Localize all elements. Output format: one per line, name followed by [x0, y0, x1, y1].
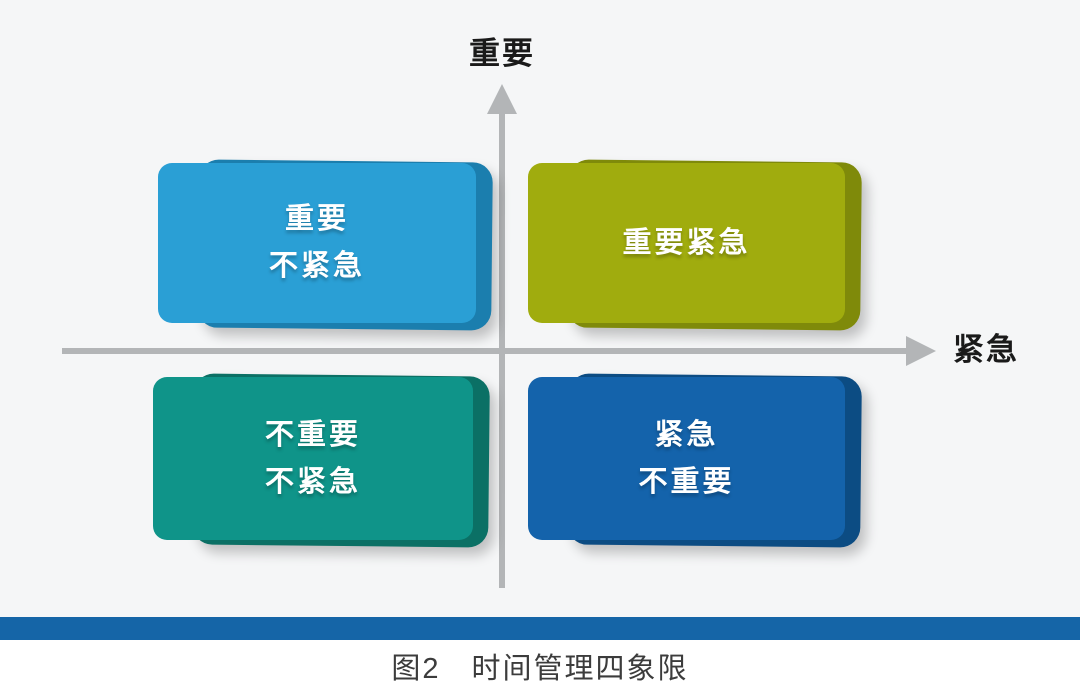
divider-bar: [0, 617, 1080, 640]
quadrant-important-urgent: 重要紧急: [528, 159, 862, 331]
figure-canvas: 重要 紧急 重要 不紧急 重要紧急 不重要 不紧急: [62, 36, 1019, 588]
quadrant-face: 紧急 不重要: [528, 377, 845, 540]
quadrant-label-line: 不重要: [264, 418, 361, 451]
quadrant-urgent-not-important: 紧急 不重要: [528, 373, 862, 548]
figure-caption: 图2 时间管理四象限: [391, 653, 689, 685]
quadrant-label-line: 不重要: [638, 465, 735, 498]
x-axis-arrow-right-icon: [906, 336, 936, 366]
quadrant-label-line: 重要: [284, 203, 349, 235]
quadrant-label-line: 重要紧急: [622, 226, 751, 259]
x-axis-label: 紧急: [953, 332, 1019, 367]
quadrant-not-important-not-urgent: 不重要 不紧急: [153, 373, 490, 548]
quadrant-important-not-urgent: 重要 不紧急: [158, 159, 493, 331]
quadrant-label-line: 不紧急: [264, 465, 361, 498]
quadrant-label-line: 不紧急: [268, 250, 365, 282]
quadrant-face: 重要 不紧急: [158, 163, 476, 323]
x-axis-line: [62, 348, 910, 354]
y-axis-label: 重要: [469, 36, 535, 71]
quadrant-face: 不重要 不紧急: [153, 377, 473, 540]
quadrant-label-line: 紧急: [654, 418, 719, 451]
quadrant-face: 重要紧急: [528, 163, 845, 323]
